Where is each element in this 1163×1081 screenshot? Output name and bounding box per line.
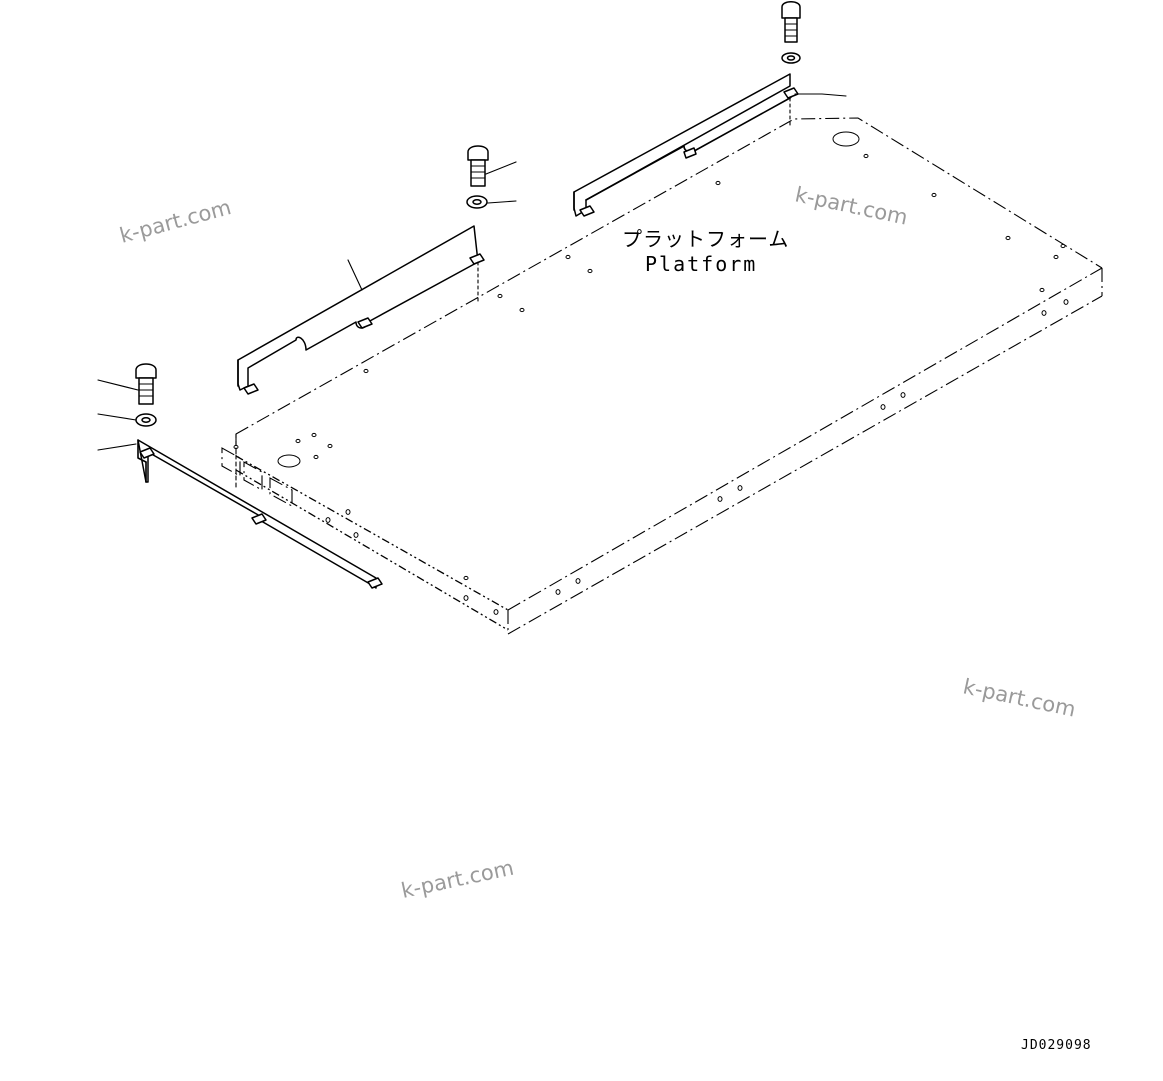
watermark: k-part.com	[961, 674, 1078, 721]
platform-holes	[233, 131, 1069, 615]
leader-line-bolt-center	[485, 161, 517, 175]
platform-label-en: Platform	[645, 252, 757, 276]
leader-line-washer-center	[487, 200, 517, 204]
bolt-front	[135, 363, 157, 405]
platform-outline	[235, 117, 1103, 635]
cover-plate-center	[237, 225, 485, 395]
bolt-center	[467, 145, 489, 187]
leader-line-rear-cover	[794, 93, 847, 97]
platform-end-bracket	[221, 433, 293, 507]
leader-line-washer-front	[97, 413, 137, 421]
washer-rear	[781, 52, 801, 64]
watermark: k-part.com	[793, 182, 910, 229]
cover-plate-front	[137, 439, 383, 589]
leader-line-bolt-front	[97, 379, 139, 391]
platform-label-jp: プラットフォーム	[622, 227, 789, 251]
watermark: k-part.com	[399, 856, 516, 903]
bolt-rear	[781, 1, 801, 43]
washer-front	[135, 413, 157, 427]
washer-center	[466, 195, 488, 209]
drawing-code: JD029098	[1021, 1038, 1092, 1053]
cover-plate-rear	[573, 73, 799, 217]
leader-line-cover-front	[97, 443, 137, 451]
watermark: k-part.com	[117, 195, 234, 248]
leader-line-center-cover	[347, 259, 363, 291]
